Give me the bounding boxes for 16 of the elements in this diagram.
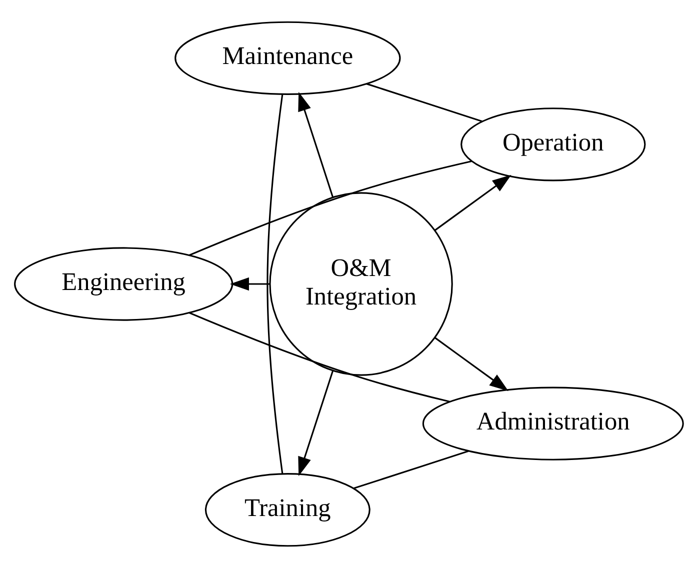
node-ellipse: Engineering (14, 246, 234, 320)
node-ellipse: Operation (460, 107, 646, 181)
node-ellipse: Administration (422, 386, 684, 460)
connector (353, 450, 469, 489)
node-circle: O&M Integration (269, 192, 453, 376)
node-ellipse: Training (204, 472, 370, 546)
arrow (230, 276, 270, 290)
connector (188, 160, 472, 256)
connector (188, 312, 450, 402)
node-ellipse: Maintenance (174, 20, 401, 94)
arrow (298, 91, 334, 198)
arrow (298, 370, 334, 476)
connector (366, 82, 482, 122)
connector (266, 93, 284, 474)
arrow (434, 336, 508, 391)
arrow (434, 174, 512, 231)
